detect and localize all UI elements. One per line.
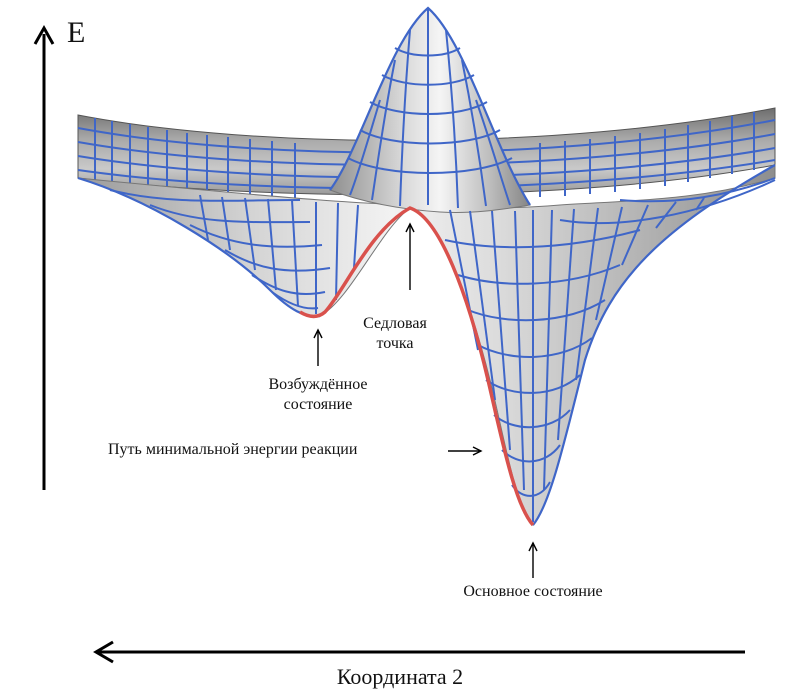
- excited-state-label: Возбуждённое состояние: [248, 375, 388, 415]
- saddle-point-label: Седловая точка: [350, 314, 440, 354]
- minimum-energy-path: [299, 206, 535, 527]
- ground-state-label: Основное состояние: [463, 583, 603, 600]
- excited-state-arrow: [313, 328, 323, 366]
- annotation-arrows: [313, 222, 538, 578]
- back-band-vertical-mesh: [94, 112, 755, 198]
- path-label-arrow: [448, 446, 483, 456]
- ground-state-arrow: [528, 541, 538, 578]
- energy-axis: [33, 24, 55, 490]
- saddle-point-label-line-2: точка: [376, 335, 414, 352]
- left-well-mesh: [109, 189, 359, 314]
- saddle-point-label-line-1: Седловая: [363, 315, 427, 332]
- excited-state-label-line-1: Возбуждённое: [268, 376, 368, 393]
- coordinate-axis: [93, 640, 745, 664]
- surface-peak: [329, 7, 531, 214]
- surface-outline: [77, 6, 776, 526]
- excited-state-label-line-2: состояние: [283, 396, 353, 413]
- right-valley-mesh: [444, 177, 776, 522]
- saddle-arrow: [405, 222, 415, 290]
- min-energy-path-label: Путь минимальной энергии реакции: [108, 441, 358, 458]
- peak-mesh: [347, 8, 513, 209]
- energy-axis-label: E: [67, 16, 86, 49]
- coordinate-axis-label: Координата 2: [336, 664, 464, 689]
